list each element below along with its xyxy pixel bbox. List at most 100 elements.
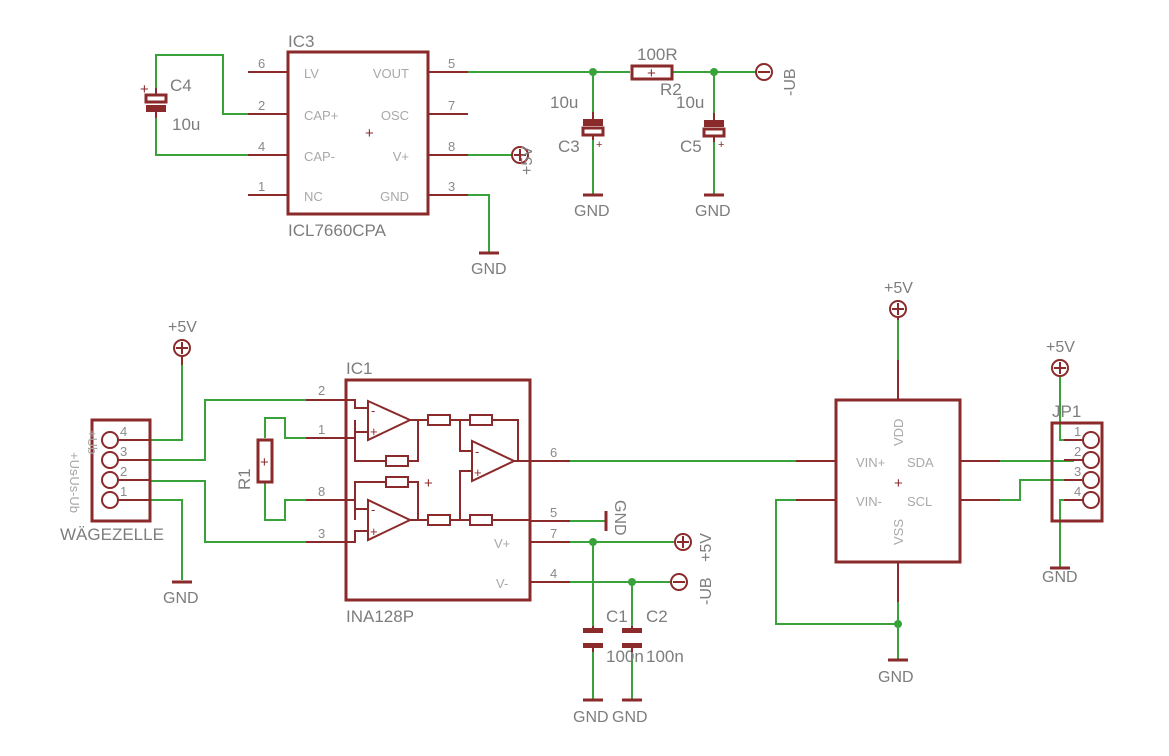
- gnd-symbol: GND: [163, 580, 199, 607]
- c1-value: 100n: [606, 647, 644, 666]
- svg-text:+: +: [365, 125, 374, 142]
- svg-text:GND: GND: [574, 203, 610, 220]
- c3-name: C3: [558, 137, 580, 156]
- r2-value: 100R: [637, 45, 678, 64]
- c1-name: C1: [606, 607, 628, 626]
- r2-resistor: + 100R R2: [630, 45, 682, 99]
- loadcell-name: WÄGEZELLE: [60, 525, 164, 544]
- gnd-symbol: GND: [604, 500, 628, 536]
- jp1-pin-num: 2: [1074, 444, 1081, 459]
- ic3-pin-name: VOUT: [373, 66, 409, 81]
- svg-text:+: +: [894, 475, 903, 492]
- gnd-symbol: GND: [878, 658, 914, 686]
- svg-text:-UB: -UB: [698, 577, 715, 605]
- ic3-pin-name: V+: [393, 149, 409, 164]
- ic3-pin-num: 4: [258, 139, 265, 154]
- gnd-symbol: GND: [612, 698, 648, 726]
- ic1-chip: - + - + - + + 2 1 8: [306, 359, 570, 626]
- vcc-symbol: +5V: [168, 319, 197, 365]
- c4-value: 10u: [172, 115, 200, 134]
- vee-symbol: -UB: [755, 63, 799, 96]
- ic1-pin-num: 1: [318, 422, 325, 437]
- loadcell-pin-num: 1: [120, 484, 127, 499]
- ic3-name: IC3: [288, 32, 314, 51]
- adc-pin-name: SDA: [907, 455, 934, 470]
- adc-pin-name: VDD: [891, 419, 906, 446]
- svg-text:+5V: +5V: [884, 280, 913, 297]
- ic3-pin-num: 3: [448, 179, 455, 194]
- svg-text:+5V: +5V: [698, 533, 715, 562]
- svg-text:+: +: [260, 454, 269, 471]
- ic3-pin-name: CAP-: [304, 149, 335, 164]
- adc-pin-name: VIN-: [856, 494, 882, 509]
- gnd-symbol: GND: [471, 251, 507, 278]
- svg-text:+: +: [140, 81, 149, 98]
- vcc-symbol: +5V: [884, 280, 913, 320]
- minus-ub-symbols: -UB -UB: [670, 63, 799, 605]
- c2-name: C2: [646, 607, 668, 626]
- svg-text:-: -: [371, 502, 375, 517]
- loadcell-signal: +Us: [67, 452, 82, 476]
- svg-text:+: +: [596, 139, 602, 151]
- ic3-pin-name: LV: [304, 66, 319, 81]
- plus5v-symbols: +5V +5V +5V +5V +5V: [168, 146, 1075, 562]
- gnd-symbol: GND: [695, 193, 731, 220]
- loadcell-signal: -Us: [67, 472, 82, 493]
- loadcell-pin-num: 4: [120, 424, 127, 439]
- svg-text:-: -: [371, 403, 375, 418]
- ic3-pin-num: 1: [258, 179, 265, 194]
- ic1-pin-num: 8: [318, 484, 325, 499]
- r1-name: R1: [235, 468, 254, 490]
- svg-text:GND: GND: [695, 203, 731, 220]
- svg-text:+5V: +5V: [168, 319, 197, 336]
- loadcell-connector: 4 3 2 1 +Ub +Us -Us -Ub WÄGEZELLE: [60, 418, 164, 544]
- ic1-pin-num: 5: [550, 505, 557, 520]
- svg-text:-: -: [475, 444, 479, 459]
- adc-chip: + VIN+ VIN- SDA SCL VDD VSS: [796, 360, 1000, 602]
- vcc-symbol: +5V: [511, 146, 536, 175]
- jp1-connector: 1 2 3 4 JP1: [1050, 402, 1104, 523]
- svg-text:GND: GND: [612, 709, 648, 726]
- c4-name: C4: [170, 76, 192, 95]
- gnd-symbol: GND: [1042, 566, 1078, 586]
- svg-text:-UB: -UB: [782, 68, 799, 96]
- r2-name: R2: [660, 80, 682, 99]
- c4-capacitor: + C4 10u: [140, 76, 200, 134]
- ic3-pin-num: 5: [448, 56, 455, 71]
- ic1-pin-num: 3: [318, 526, 325, 541]
- vcc-symbol: +5V: [674, 533, 715, 562]
- svg-text:GND: GND: [471, 261, 507, 278]
- ic3-value: ICL7660CPA: [288, 221, 387, 240]
- c3-capacitor: + 10u C3: [550, 93, 605, 156]
- loadcell-pin-num: 3: [120, 444, 127, 459]
- loadcell-signal: +Ub: [85, 430, 100, 454]
- c1-capacitor: C1 100n: [583, 607, 644, 666]
- svg-text:GND: GND: [573, 709, 609, 726]
- svg-text:+: +: [474, 465, 482, 480]
- vee-symbol: -UB: [670, 573, 715, 605]
- vcc-symbol: +5V: [1046, 339, 1075, 377]
- c5-name: C5: [680, 137, 702, 156]
- ic1-pin-num: 2: [318, 383, 325, 398]
- svg-text:GND: GND: [163, 590, 199, 607]
- c5-value: 10u: [676, 93, 704, 112]
- c2-capacitor: C2 100n: [622, 607, 684, 666]
- svg-text:+5V: +5V: [1046, 339, 1075, 356]
- ic1-value: INA128P: [346, 607, 414, 626]
- gnd-symbols: GND GND GND GND GND GND GND GND GND: [163, 193, 1078, 726]
- svg-text:GND: GND: [1042, 569, 1078, 586]
- svg-text:GND: GND: [878, 669, 914, 686]
- ic3-pin-name: GND: [380, 189, 409, 204]
- loadcell-signal: -Ub: [67, 492, 82, 513]
- adc-pin-name: VSS: [891, 519, 906, 545]
- svg-text:+: +: [370, 524, 378, 539]
- jp1-pin-num: 4: [1074, 484, 1081, 499]
- svg-text:+: +: [424, 475, 433, 492]
- adc-pin-name: SCL: [907, 494, 932, 509]
- svg-text:+: +: [647, 65, 656, 82]
- svg-text:GND: GND: [611, 500, 628, 536]
- svg-text:+: +: [370, 424, 378, 439]
- ic3-pin-num: 2: [258, 98, 265, 113]
- r1-resistor: + R1: [235, 438, 274, 490]
